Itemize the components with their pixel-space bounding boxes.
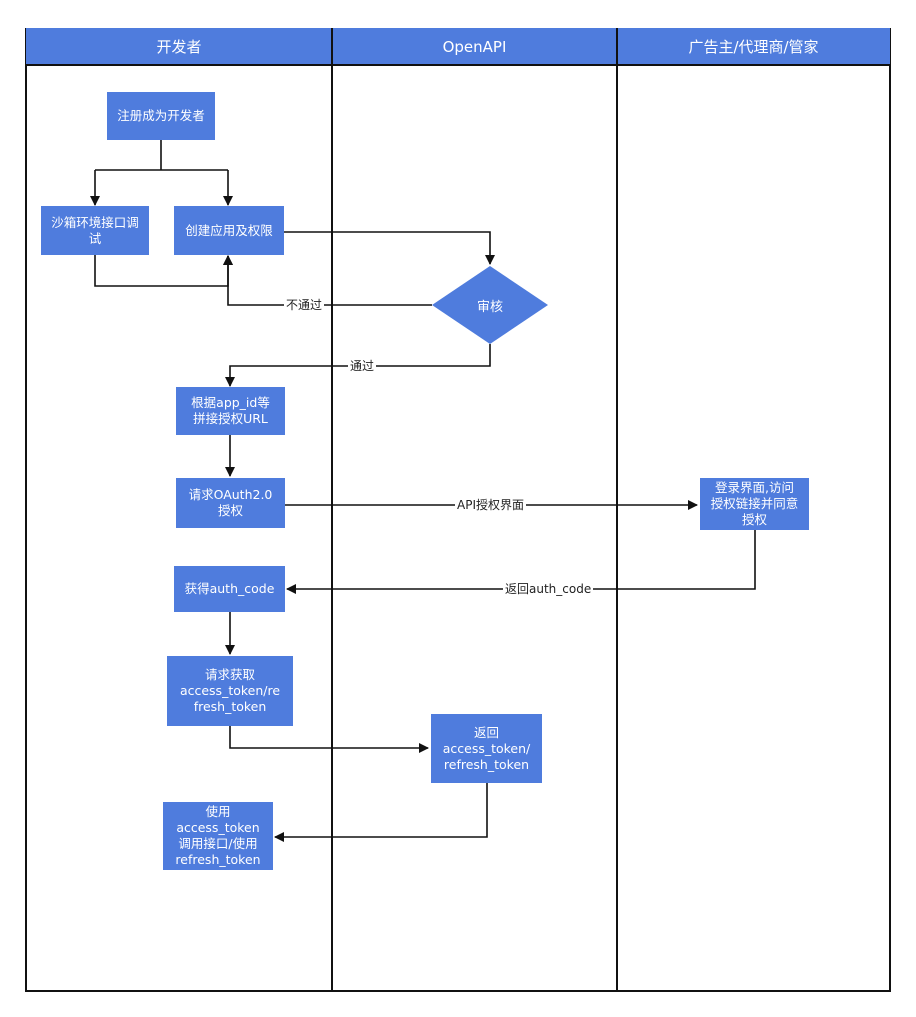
node-get-auth-code: 获得auth_code — [174, 566, 285, 612]
label-return-auth-code: 返回auth_code — [503, 582, 594, 596]
lane-divider-1 — [331, 28, 333, 992]
node-sandbox: 沙箱环境接口调 试 — [41, 206, 149, 255]
label-api-auth-page: API授权界面 — [455, 498, 526, 512]
lane-header-divider — [25, 64, 891, 66]
edge-token-return — [229, 726, 429, 753]
node-build-url: 根据app_id等 拼接授权URL — [176, 387, 285, 435]
lane-header-openapi: OpenAPI — [332, 28, 617, 65]
node-return-token: 返回 access_token/ refresh_token — [431, 714, 542, 783]
node-create-app: 创建应用及权限 — [174, 206, 284, 255]
edge-split-sandbox — [95, 169, 228, 205]
edge-return-use — [274, 783, 488, 842]
edge-sandbox-create — [94, 255, 233, 287]
node-use-token: 使用 access_token 调用接口/使用 refresh_token — [163, 802, 273, 870]
node-login-auth: 登录界面,访问 授权链接并同意 授权 — [700, 478, 809, 530]
edge-create-review — [284, 231, 495, 265]
lane-divider-2 — [616, 28, 618, 992]
edge-login-authcode — [286, 530, 756, 594]
label-not-pass: 不通过 — [284, 298, 325, 312]
lane-header-advertiser: 广告主/代理商/管家 — [617, 28, 890, 65]
lane-header-developer: 开发者 — [26, 28, 332, 65]
node-request-token: 请求获取 access_token/re fresh_token — [167, 656, 293, 726]
node-register: 注册成为开发者 — [107, 92, 215, 140]
node-review-label: 审核 — [476, 299, 503, 315]
node-request-oauth: 请求OAuth2.0 授权 — [176, 478, 285, 528]
edge-review-notpass — [223, 255, 432, 306]
review-diamond — [432, 266, 548, 344]
label-pass: 通过 — [348, 359, 377, 373]
